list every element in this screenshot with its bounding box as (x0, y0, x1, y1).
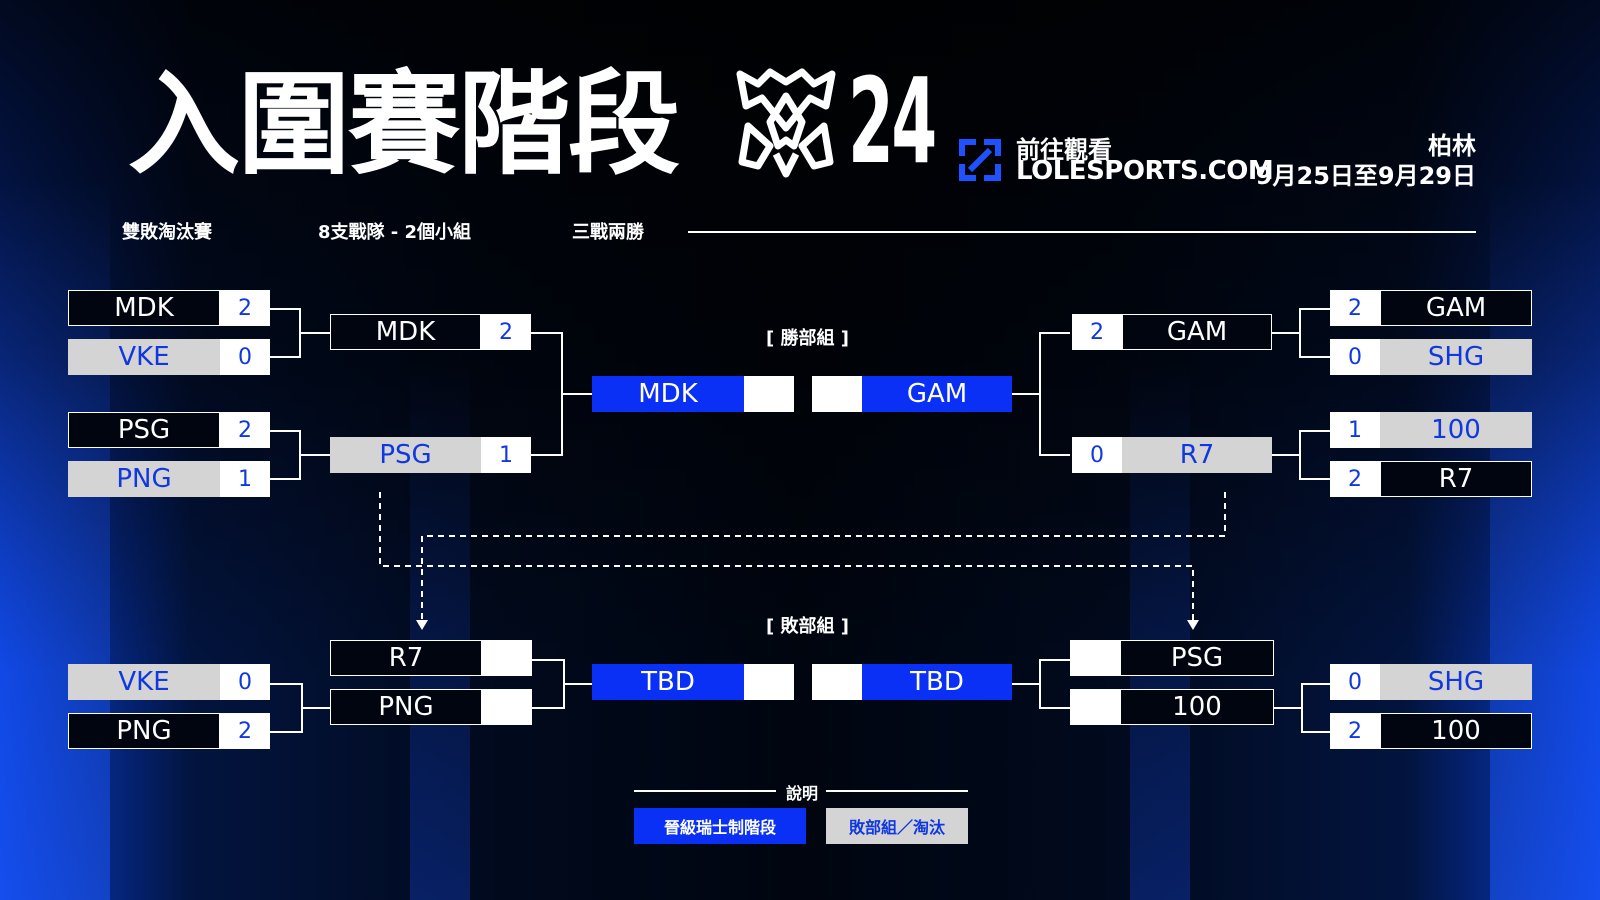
team-name: 100 (1120, 689, 1274, 725)
lolesports-logo-icon (958, 138, 1002, 186)
team-name: GAM (1122, 314, 1272, 350)
watch-label: 前往觀看 (1016, 136, 1112, 164)
qualified-slot: MDK (592, 376, 794, 412)
team-score (482, 640, 532, 676)
team-score (744, 376, 794, 412)
teams-label: 8支戰隊 - 2個小組 (318, 222, 472, 243)
match-slot: 2 GAM (1072, 314, 1272, 350)
match-slot: PNG 2 (68, 713, 270, 749)
year-number: 24 (848, 52, 937, 190)
team-score (744, 664, 794, 700)
legend-divider (634, 790, 776, 792)
team-name: PNG (68, 461, 220, 497)
worlds-trophy-logo-icon (730, 66, 842, 186)
qualified-slot: TBD (592, 664, 794, 700)
team-name: PSG (1120, 640, 1274, 676)
qualified-slot: GAM (812, 376, 1012, 412)
match-slot: 1 100 (1330, 412, 1532, 448)
qualified-slot: TBD (812, 664, 1012, 700)
team-score: 0 (1330, 339, 1380, 375)
match-slot: MDK 2 (330, 314, 531, 350)
match-slot: PNG 1 (68, 461, 270, 497)
team-score (1070, 640, 1120, 676)
team-score (812, 376, 862, 412)
team-score: 0 (220, 339, 270, 375)
match-slot: 0 SHG (1330, 664, 1532, 700)
lolesports-link[interactable]: LOLESPORTS.COM (1016, 156, 1274, 186)
match-slot: PSG (1070, 640, 1274, 676)
team-name: GAM (862, 376, 1012, 412)
match-slot: PSG 2 (68, 412, 270, 448)
team-score: 0 (1072, 437, 1122, 473)
team-score: 1 (481, 437, 531, 473)
team-score: 2 (220, 290, 270, 326)
match-slot: PSG 1 (330, 437, 531, 473)
match-slot: MDK 2 (68, 290, 270, 326)
team-score: 2 (481, 314, 531, 350)
city-label: 柏林 (1428, 132, 1476, 160)
winners-bracket-label: [ 勝部組 ] (766, 328, 849, 349)
match-slot: R7 (330, 640, 532, 676)
team-name: PSG (330, 437, 481, 473)
team-score: 2 (1330, 461, 1380, 497)
team-name: PNG (68, 713, 220, 749)
team-score: 1 (220, 461, 270, 497)
match-slot: 100 (1070, 689, 1274, 725)
team-score: 1 (1330, 412, 1380, 448)
legend-eliminated: 敗部組／淘汰 (826, 808, 968, 844)
team-score: 2 (220, 713, 270, 749)
team-name: VKE (68, 339, 220, 375)
team-name: TBD (862, 664, 1012, 700)
team-score (1070, 689, 1120, 725)
team-name: R7 (1122, 437, 1272, 473)
match-slot: 2 100 (1330, 713, 1532, 749)
divider (688, 231, 1476, 233)
team-name: MDK (592, 376, 744, 412)
page-title: 入圍賽階段 (128, 60, 680, 190)
team-name: MDK (330, 314, 481, 350)
team-score (482, 689, 532, 725)
losers-bracket-label: [ 敗部組 ] (766, 616, 849, 637)
team-score: 2 (1330, 290, 1380, 326)
team-score (812, 664, 862, 700)
team-name: PNG (330, 689, 482, 725)
team-name: 100 (1380, 412, 1532, 448)
team-name: SHG (1380, 339, 1532, 375)
match-slot: 2 R7 (1330, 461, 1532, 497)
team-score: 2 (1330, 713, 1380, 749)
team-name: MDK (68, 290, 220, 326)
team-name: R7 (330, 640, 482, 676)
legend-qualified: 晉級瑞士制階段 (634, 808, 806, 844)
format-label: 雙敗淘汰賽 (122, 222, 212, 243)
legend-title: 說明 (786, 784, 819, 803)
team-name: R7 (1380, 461, 1532, 497)
team-name: SHG (1380, 664, 1532, 700)
dates-label: 9月25日至9月29日 (1255, 162, 1476, 190)
team-name: PSG (68, 412, 220, 448)
match-slot: 0 SHG (1330, 339, 1532, 375)
series-label: 三戰兩勝 (572, 222, 644, 243)
team-name: VKE (68, 664, 220, 700)
team-name: GAM (1380, 290, 1532, 326)
team-score: 2 (1072, 314, 1122, 350)
match-slot: VKE 0 (68, 339, 270, 375)
team-name: 100 (1380, 713, 1532, 749)
match-slot: 2 GAM (1330, 290, 1532, 326)
team-score: 2 (220, 412, 270, 448)
team-name: TBD (592, 664, 744, 700)
legend-divider (826, 790, 968, 792)
team-score: 0 (220, 664, 270, 700)
team-score: 0 (1330, 664, 1380, 700)
match-slot: PNG (330, 689, 532, 725)
match-slot: 0 R7 (1072, 437, 1272, 473)
match-slot: VKE 0 (68, 664, 270, 700)
